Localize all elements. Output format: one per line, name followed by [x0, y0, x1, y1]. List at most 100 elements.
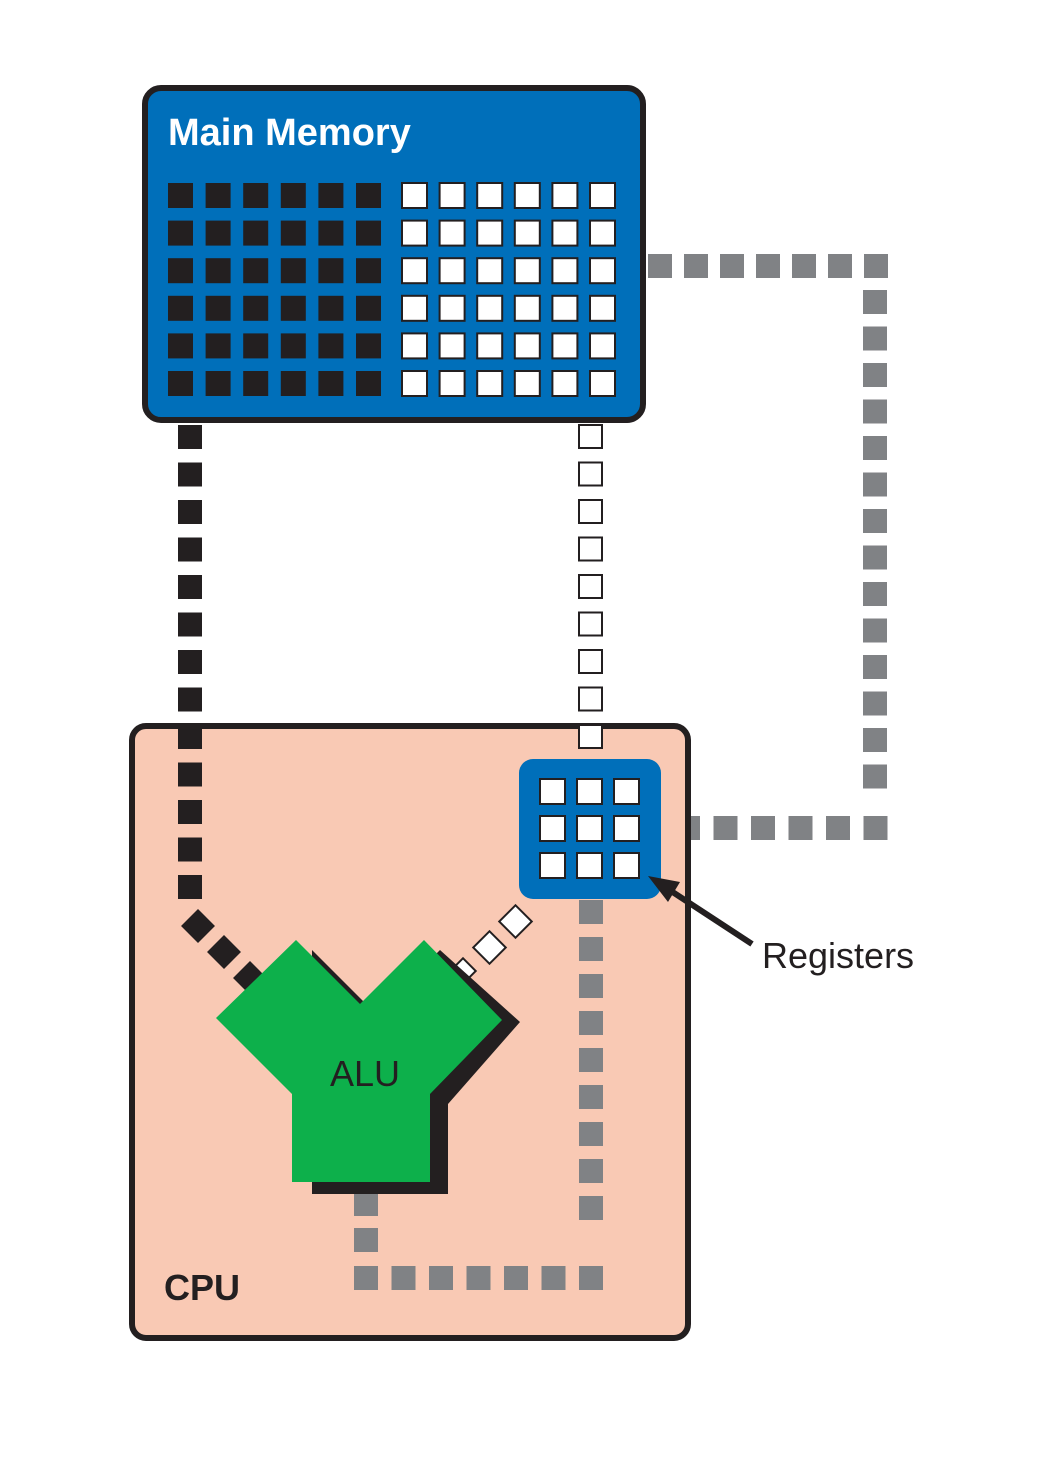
memory-cell-dark — [168, 371, 193, 396]
memory-cell-light — [401, 219, 428, 247]
register-cell — [539, 815, 566, 842]
registers-pointer-arrow — [648, 876, 754, 947]
gray-bus-segment — [579, 1122, 603, 1146]
memory-cell-dark — [280, 333, 306, 359]
gray-bus-segment — [579, 900, 603, 924]
memory-cell-dark — [318, 371, 344, 396]
memory-cell-dark — [356, 333, 381, 359]
memory-cell-light — [551, 332, 579, 360]
memory-to-registers-gray-bus — [648, 254, 888, 840]
alu-shape: ALU — [216, 940, 520, 1194]
memory-cell-light — [513, 219, 541, 247]
memory-cell-light — [476, 219, 504, 247]
memory-cell-light — [589, 370, 616, 397]
dark-bus-segment — [178, 462, 202, 487]
memory-to-registers-light-bus — [578, 424, 603, 749]
gray-bus-segment — [863, 509, 887, 533]
memory-cell-dark — [205, 258, 231, 284]
gray-bus-segment — [792, 254, 816, 278]
register-cell — [576, 852, 603, 879]
gray-bus-segment — [579, 1196, 603, 1220]
memory-cell-light — [513, 370, 541, 397]
dark-bus-segment — [178, 650, 202, 674]
gray-bus-segment — [863, 764, 887, 789]
memory-cell-light — [589, 219, 616, 247]
memory-cell-light — [551, 294, 579, 322]
gray-bus-segment — [863, 326, 887, 351]
gray-bus-segment — [863, 655, 887, 679]
memory-cell-light — [401, 257, 428, 285]
memory-cell-dark — [318, 183, 344, 208]
memory-cell-dark — [168, 183, 193, 208]
memory-cell-light — [438, 294, 466, 322]
memory-cell-dark — [280, 183, 306, 208]
memory-cell-dark — [168, 220, 193, 246]
gray-bus-segment — [579, 1085, 603, 1109]
memory-cell-light — [589, 257, 616, 285]
gray-bus-segment — [466, 1266, 491, 1290]
memory-cell-light — [438, 257, 466, 285]
memory-cell-light — [476, 294, 504, 322]
memory-cell-dark — [318, 258, 344, 284]
gray-bus-segment — [863, 582, 887, 606]
memory-cell-dark — [318, 333, 344, 359]
gray-bus-segment — [391, 1266, 416, 1290]
gray-bus-segment — [756, 254, 780, 278]
dark-bus-segment — [178, 687, 202, 712]
gray-bus-segment — [579, 1011, 603, 1035]
gray-bus-segment — [863, 290, 887, 314]
memory-cell-dark — [356, 258, 381, 284]
light-bus-segment — [578, 574, 603, 599]
register-cell — [613, 815, 640, 842]
dark-bus-segment — [178, 725, 202, 749]
alu-label: ALU — [330, 1053, 400, 1094]
memory-cell-dark — [243, 220, 269, 246]
memory-cell-dark — [205, 371, 231, 396]
memory-cell-dark — [243, 371, 269, 396]
gray-bus-segment — [354, 1266, 378, 1290]
memory-cell-light — [513, 257, 541, 285]
gray-bus-segment — [720, 254, 744, 278]
memory-cell-dark — [356, 220, 381, 246]
registers — [519, 759, 661, 899]
memory-to-alu-dark-bus — [178, 425, 267, 995]
memory-cell-dark — [243, 183, 269, 208]
memory-cell-dark — [356, 371, 381, 396]
memory-cell-light — [438, 332, 466, 360]
memory-cell-light — [589, 332, 616, 360]
memory-cell-dark — [356, 295, 381, 321]
memory-cell-light — [589, 182, 616, 209]
memory-cell-dark — [243, 295, 269, 321]
memory-cell-dark — [205, 333, 231, 359]
memory-cell-light — [551, 219, 579, 247]
memory-cell-light — [476, 332, 504, 360]
memory-cell-dark — [356, 183, 381, 208]
gray-bus-segment — [713, 816, 738, 840]
gray-bus-segment — [863, 618, 887, 643]
light-bus-segment — [578, 424, 603, 449]
memory-cell-light — [476, 182, 504, 209]
memory-cell-light — [438, 182, 466, 209]
dark-bus-segment — [178, 537, 202, 562]
memory-cell-dark — [243, 333, 269, 359]
light-bus-segment — [471, 929, 508, 966]
gray-bus-segment — [579, 1159, 603, 1183]
dark-bus-segment — [181, 909, 215, 943]
light-bus-segment — [578, 724, 603, 749]
memory-cell-dark — [280, 295, 306, 321]
main-memory: Main Memory — [142, 85, 646, 423]
memory-cell-dark — [168, 295, 193, 321]
register-cell — [576, 778, 603, 805]
memory-cell-dark — [280, 258, 306, 284]
dark-bus-segment — [207, 935, 241, 969]
gray-bus-segment — [828, 254, 852, 278]
dark-bus-segment — [178, 762, 202, 787]
memory-cell-light — [513, 294, 541, 322]
registers-label: Registers — [762, 935, 914, 976]
gray-bus-segment — [504, 1266, 528, 1290]
dark-bus-segment — [178, 500, 202, 524]
gray-bus-segment — [863, 816, 888, 840]
gray-bus-segment — [863, 436, 887, 460]
memory-cell-dark — [280, 220, 306, 246]
